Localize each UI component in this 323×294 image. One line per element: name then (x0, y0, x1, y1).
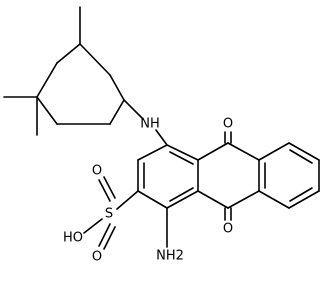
carbonyl-bonds (224, 131, 232, 221)
hydroxyl-label: HO (63, 231, 83, 246)
benzo-ring (258, 142, 320, 209)
sulfur-label: S (105, 207, 113, 222)
cyclohexyl-ring (36, 43, 125, 125)
amine-linker-bonds (123, 99, 168, 146)
amino-group-label: NH2 (156, 249, 184, 264)
nh-label: NH (140, 117, 160, 132)
methyl-groups (3, 6, 81, 136)
aminated-benzene-ring (137, 144, 199, 209)
quinone-ring (197, 142, 260, 209)
sulfonyl-oxygen-bottom: O (92, 250, 102, 265)
carbonyl-oxygen-bottom: O (223, 222, 233, 237)
carbonyl-oxygen-top: O (223, 117, 233, 132)
sulfonyl-oxygen-top: O (92, 164, 102, 179)
substituent-bonds (83, 176, 168, 250)
